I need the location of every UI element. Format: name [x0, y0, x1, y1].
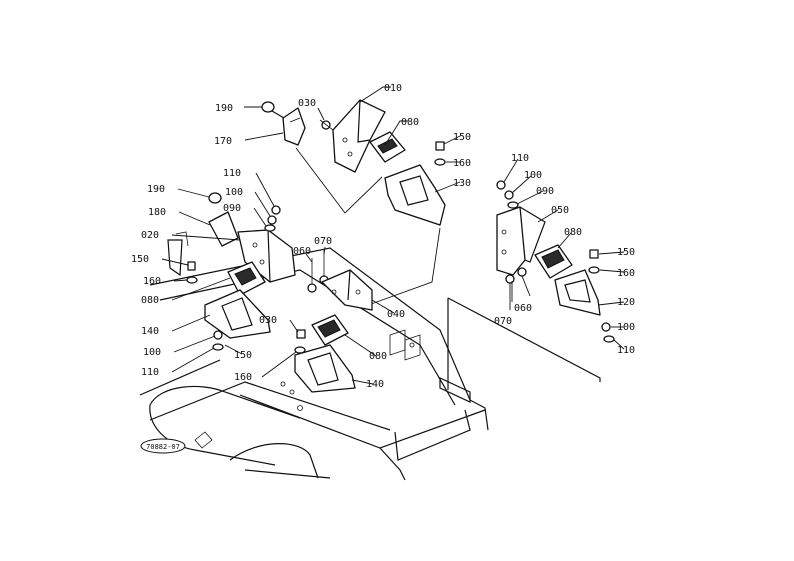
part-callout-140: 140 — [141, 326, 159, 337]
part-callout-080: 080 — [141, 295, 159, 306]
right-engine-mount — [496, 180, 615, 343]
part-callout-150: 150 — [234, 350, 252, 361]
left-engine-mount — [186, 192, 373, 351]
part-callout-090: 090 — [223, 203, 241, 214]
part-callout-190: 190 — [147, 184, 165, 195]
part-callout-120: 120 — [617, 297, 635, 308]
frame-assembly — [139, 231, 601, 481]
part-callout-110: 110 — [223, 168, 241, 179]
part-callout-100: 100 — [225, 187, 243, 198]
part-callout-100: 100 — [617, 322, 635, 333]
part-callout-180: 180 — [148, 207, 166, 218]
part-callout-070: 070 — [494, 316, 512, 327]
part-callout-140: 140 — [366, 379, 384, 390]
drawing-code-text: 70882-07 — [146, 443, 180, 451]
part-callout-090: 090 — [536, 186, 554, 197]
part-callout-100: 100 — [143, 347, 161, 358]
part-callout-020: 020 — [141, 230, 159, 241]
lower-center-engine-mount — [294, 314, 356, 393]
callout-labels: 010 190 030 080 170 150 160 130 110 100 090 050 080 1… — [131, 83, 635, 390]
part-callout-150: 150 — [131, 254, 149, 265]
part-callout-190: 190 — [215, 103, 233, 114]
part-callout-080: 080 — [564, 227, 582, 238]
drawing-code-stamp: 70882-07 — [140, 438, 186, 454]
part-callout-060: 060 — [293, 246, 311, 257]
part-callout-150: 150 — [453, 132, 471, 143]
part-callout-110: 110 — [617, 345, 635, 356]
part-callout-050: 050 — [551, 205, 569, 216]
part-callout-110: 110 — [141, 367, 159, 378]
part-callout-030: 030 — [298, 98, 316, 109]
part-callout-060: 060 — [514, 303, 532, 314]
part-callout-080: 080 — [369, 351, 387, 362]
part-callout-040: 040 — [387, 309, 405, 320]
part-callout-110: 110 — [511, 153, 529, 164]
part-callout-150: 150 — [617, 247, 635, 258]
upper-left-engine-mount — [261, 99, 446, 309]
part-callout-070: 070 — [314, 236, 332, 247]
part-callout-160: 160 — [143, 276, 161, 287]
part-callout-030: 030 — [259, 315, 277, 326]
part-callout-100: 100 — [524, 170, 542, 181]
leader-lines — [161, 86, 625, 385]
part-callout-160: 160 — [617, 268, 635, 279]
part-callout-170: 170 — [214, 136, 232, 147]
part-callout-080: 080 — [401, 117, 419, 128]
part-callout-130: 130 — [453, 178, 471, 189]
part-callout-160: 160 — [234, 372, 252, 383]
part-callout-010: 010 — [384, 83, 402, 94]
part-callout-160: 160 — [453, 158, 471, 169]
